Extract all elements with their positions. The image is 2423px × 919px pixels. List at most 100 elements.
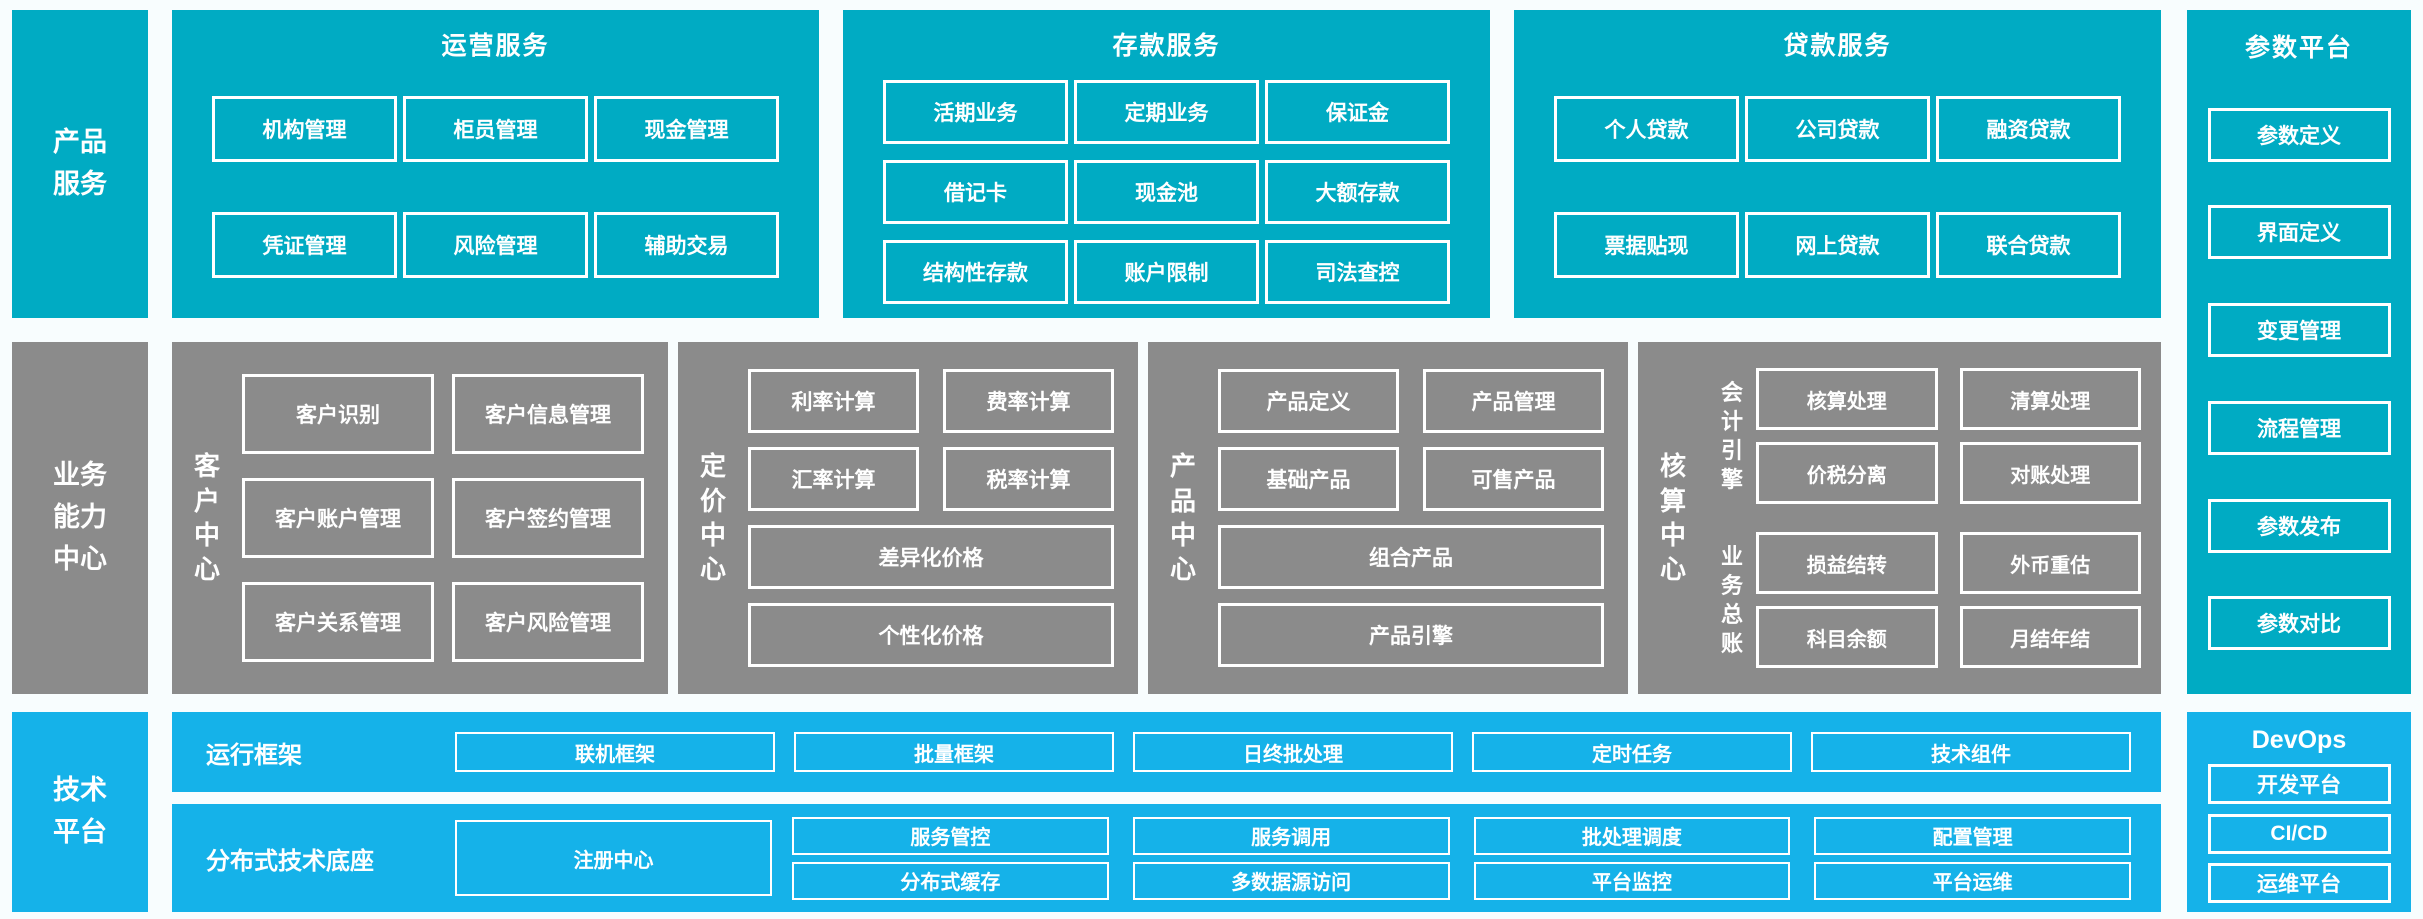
customer-center-content: 客户识别 客户信息管理 客户账户管理 客户签约管理 客户关系管理 客户风险管理 bbox=[242, 342, 668, 694]
accounting-engine-label: 会 计 引 擎 bbox=[1720, 379, 1743, 493]
business-ledger-grid: 损益结转 外币重估 科目余额 月结年结 bbox=[1756, 532, 2141, 668]
customer-box-grid: 客户识别 客户信息管理 客户账户管理 客户签约管理 客户关系管理 客户风险管理 bbox=[242, 374, 644, 662]
business-ledger-label: 业 务 总 账 bbox=[1720, 543, 1743, 657]
tech-box: 定时任务 bbox=[1472, 732, 1792, 772]
capability-box: 价税分离 bbox=[1756, 442, 1938, 504]
pricing-center-label: 定 价 中 心 bbox=[699, 451, 726, 585]
panel-deposit-services: 存款服务 活期业务 定期业务 保证金 借记卡 现金池 大额存款 结构性存款 账户… bbox=[843, 10, 1490, 318]
parameter-box-stack: 参数定义 界面定义 变更管理 流程管理 参数发布 参数对比 bbox=[2187, 64, 2411, 694]
tech-box: 配置管理 bbox=[1814, 816, 2131, 855]
accounting-groups: 会 计 引 擎 核算处理 清算处理 价税分离 对账处理 业 务 总 账 损益结转… bbox=[1708, 342, 2161, 694]
loan-panel-title: 贷款服务 bbox=[1783, 32, 1892, 60]
panel-parameter-platform: 参数平台 参数定义 界面定义 变更管理 流程管理 参数发布 参数对比 bbox=[2187, 10, 2411, 694]
capability-box: 客户风险管理 bbox=[452, 582, 644, 662]
service-box: 界面定义 bbox=[2207, 205, 2391, 260]
sidebar-product-services: 产品 服务 bbox=[12, 10, 148, 318]
tech-box: 技术组件 bbox=[1811, 732, 2131, 772]
service-box: 参数定义 bbox=[2207, 107, 2391, 162]
tech-box: 批处理调度 bbox=[1473, 816, 1791, 855]
pricing-center-content: 利率计算 费率计算 汇率计算 税率计算 差异化价格 个性化价格 bbox=[748, 342, 1138, 694]
service-box: 现金池 bbox=[1074, 160, 1259, 224]
loan-box-grid: 个人贷款 公司贷款 融资贷款 票据贴现 网上贷款 联合贷款 bbox=[1514, 96, 2161, 278]
panel-customer-center: 客 户 中 心 客户识别 客户信息管理 客户账户管理 客户签约管理 客户关系管理… bbox=[172, 342, 668, 694]
panel-accounting-center: 核 算 中 心 会 计 引 擎 核算处理 清算处理 价税分离 对账处理 业 务 … bbox=[1638, 342, 2161, 694]
capability-box: 客户信息管理 bbox=[452, 374, 644, 454]
capability-box-wide: 产品引擎 bbox=[1218, 603, 1604, 667]
tech-box: 开发平台 bbox=[2207, 764, 2391, 805]
capability-box: 税率计算 bbox=[943, 447, 1114, 511]
service-box: 变更管理 bbox=[2207, 303, 2391, 358]
tech-box: 服务调用 bbox=[1132, 816, 1450, 855]
service-box: 辅助交易 bbox=[594, 212, 779, 278]
service-box: 大额存款 bbox=[1265, 160, 1450, 224]
service-box: 柜员管理 bbox=[403, 96, 588, 162]
runtime-framework-label: 运行框架 bbox=[206, 741, 302, 769]
service-box: 现金管理 bbox=[594, 96, 779, 162]
capability-box: 产品定义 bbox=[1218, 369, 1399, 433]
deposit-box-grid: 活期业务 定期业务 保证金 借记卡 现金池 大额存款 结构性存款 账户限制 司法… bbox=[843, 80, 1490, 304]
service-box: 融资贷款 bbox=[1936, 96, 2121, 162]
service-box: 账户限制 bbox=[1074, 240, 1259, 304]
business-ledger-group: 业 务 总 账 损益结转 外币重估 科目余额 月结年结 bbox=[1708, 532, 2141, 668]
sidebar-tech-platform: 技术 平台 bbox=[12, 712, 148, 912]
capability-box: 对账处理 bbox=[1959, 442, 2141, 504]
panel-pricing-center: 定 价 中 心 利率计算 费率计算 汇率计算 税率计算 差异化价格 个性化价格 bbox=[678, 342, 1138, 694]
capability-box: 可售产品 bbox=[1423, 447, 1604, 511]
product-box-grid: 产品定义 产品管理 基础产品 可售产品 bbox=[1218, 369, 1604, 511]
operations-box-grid: 机构管理 柜员管理 现金管理 凭证管理 风险管理 辅助交易 bbox=[172, 96, 819, 278]
capability-box: 客户账户管理 bbox=[242, 478, 434, 558]
band-runtime-framework: 运行框架 联机框架 批量框架 日终批处理 定时任务 技术组件 bbox=[172, 712, 2161, 792]
capability-box: 基础产品 bbox=[1218, 447, 1399, 511]
tech-box: 联机框架 bbox=[455, 732, 775, 772]
capability-box: 客户签约管理 bbox=[452, 478, 644, 558]
service-box: 流程管理 bbox=[2207, 400, 2391, 455]
panel-product-center: 产 品 中 心 产品定义 产品管理 基础产品 可售产品 组合产品 产品引擎 bbox=[1148, 342, 1628, 694]
capability-box: 外币重估 bbox=[1959, 532, 2141, 594]
pricing-box-grid: 利率计算 费率计算 汇率计算 税率计算 bbox=[748, 369, 1114, 511]
runtime-box-row: 联机框架 批量框架 日终批处理 定时任务 技术组件 bbox=[455, 732, 2161, 772]
capability-box: 客户关系管理 bbox=[242, 582, 434, 662]
service-box: 风险管理 bbox=[403, 212, 588, 278]
capability-box: 清算处理 bbox=[1959, 368, 2141, 430]
tech-box: 平台运维 bbox=[1814, 861, 2131, 900]
sidebar-business-capability-center: 业务 能力 中心 bbox=[12, 342, 148, 694]
capability-box: 科目余额 bbox=[1756, 606, 1938, 668]
product-center-label: 产 品 中 心 bbox=[1169, 451, 1196, 585]
panel-devops: DevOps 开发平台 CI/CD 运维平台 bbox=[2187, 712, 2411, 912]
accounting-engine-group: 会 计 引 擎 核算处理 清算处理 价税分离 对账处理 bbox=[1708, 368, 2141, 504]
capability-box-wide: 差异化价格 bbox=[748, 525, 1114, 589]
capability-box: 利率计算 bbox=[748, 369, 919, 433]
capability-box-wide: 个性化价格 bbox=[748, 603, 1114, 667]
deposit-panel-title: 存款服务 bbox=[1112, 32, 1221, 60]
tech-box: 运维平台 bbox=[2207, 862, 2391, 903]
capability-box: 核算处理 bbox=[1756, 368, 1938, 430]
service-box: 活期业务 bbox=[883, 80, 1068, 144]
service-box: 借记卡 bbox=[883, 160, 1068, 224]
service-box: 联合贷款 bbox=[1936, 212, 2121, 278]
capability-box-wide: 组合产品 bbox=[1218, 525, 1604, 589]
tech-box: 日终批处理 bbox=[1133, 732, 1453, 772]
distributed-box-grid: 服务管控 服务调用 批处理调度 配置管理 分布式缓存 多数据源访问 平台监控 平… bbox=[792, 816, 2161, 900]
tech-box: 多数据源访问 bbox=[1132, 861, 1450, 900]
service-box: 公司贷款 bbox=[1745, 96, 1930, 162]
tech-box: 服务管控 bbox=[792, 816, 1109, 855]
service-box: 个人贷款 bbox=[1554, 96, 1739, 162]
service-box: 凭证管理 bbox=[212, 212, 397, 278]
customer-center-label: 客 户 中 心 bbox=[193, 451, 220, 585]
devops-title: DevOps bbox=[2251, 726, 2347, 754]
product-center-content: 产品定义 产品管理 基础产品 可售产品 组合产品 产品引擎 bbox=[1218, 342, 1628, 694]
registry-center-box: 注册中心 bbox=[455, 820, 772, 896]
tech-box: 平台监控 bbox=[1473, 861, 1791, 900]
tech-box: 批量框架 bbox=[794, 732, 1114, 772]
tech-box: CI/CD bbox=[2207, 813, 2391, 854]
service-box: 司法查控 bbox=[1265, 240, 1450, 304]
service-box: 参数发布 bbox=[2207, 498, 2391, 553]
panel-loan-services: 贷款服务 个人贷款 公司贷款 融资贷款 票据贴现 网上贷款 联合贷款 bbox=[1514, 10, 2161, 318]
service-box: 结构性存款 bbox=[883, 240, 1068, 304]
operations-panel-title: 运营服务 bbox=[441, 32, 550, 60]
service-box: 票据贴现 bbox=[1554, 212, 1739, 278]
devops-box-stack: 开发平台 CI/CD 运维平台 bbox=[2187, 755, 2411, 912]
service-box: 保证金 bbox=[1265, 80, 1450, 144]
capability-box: 汇率计算 bbox=[748, 447, 919, 511]
